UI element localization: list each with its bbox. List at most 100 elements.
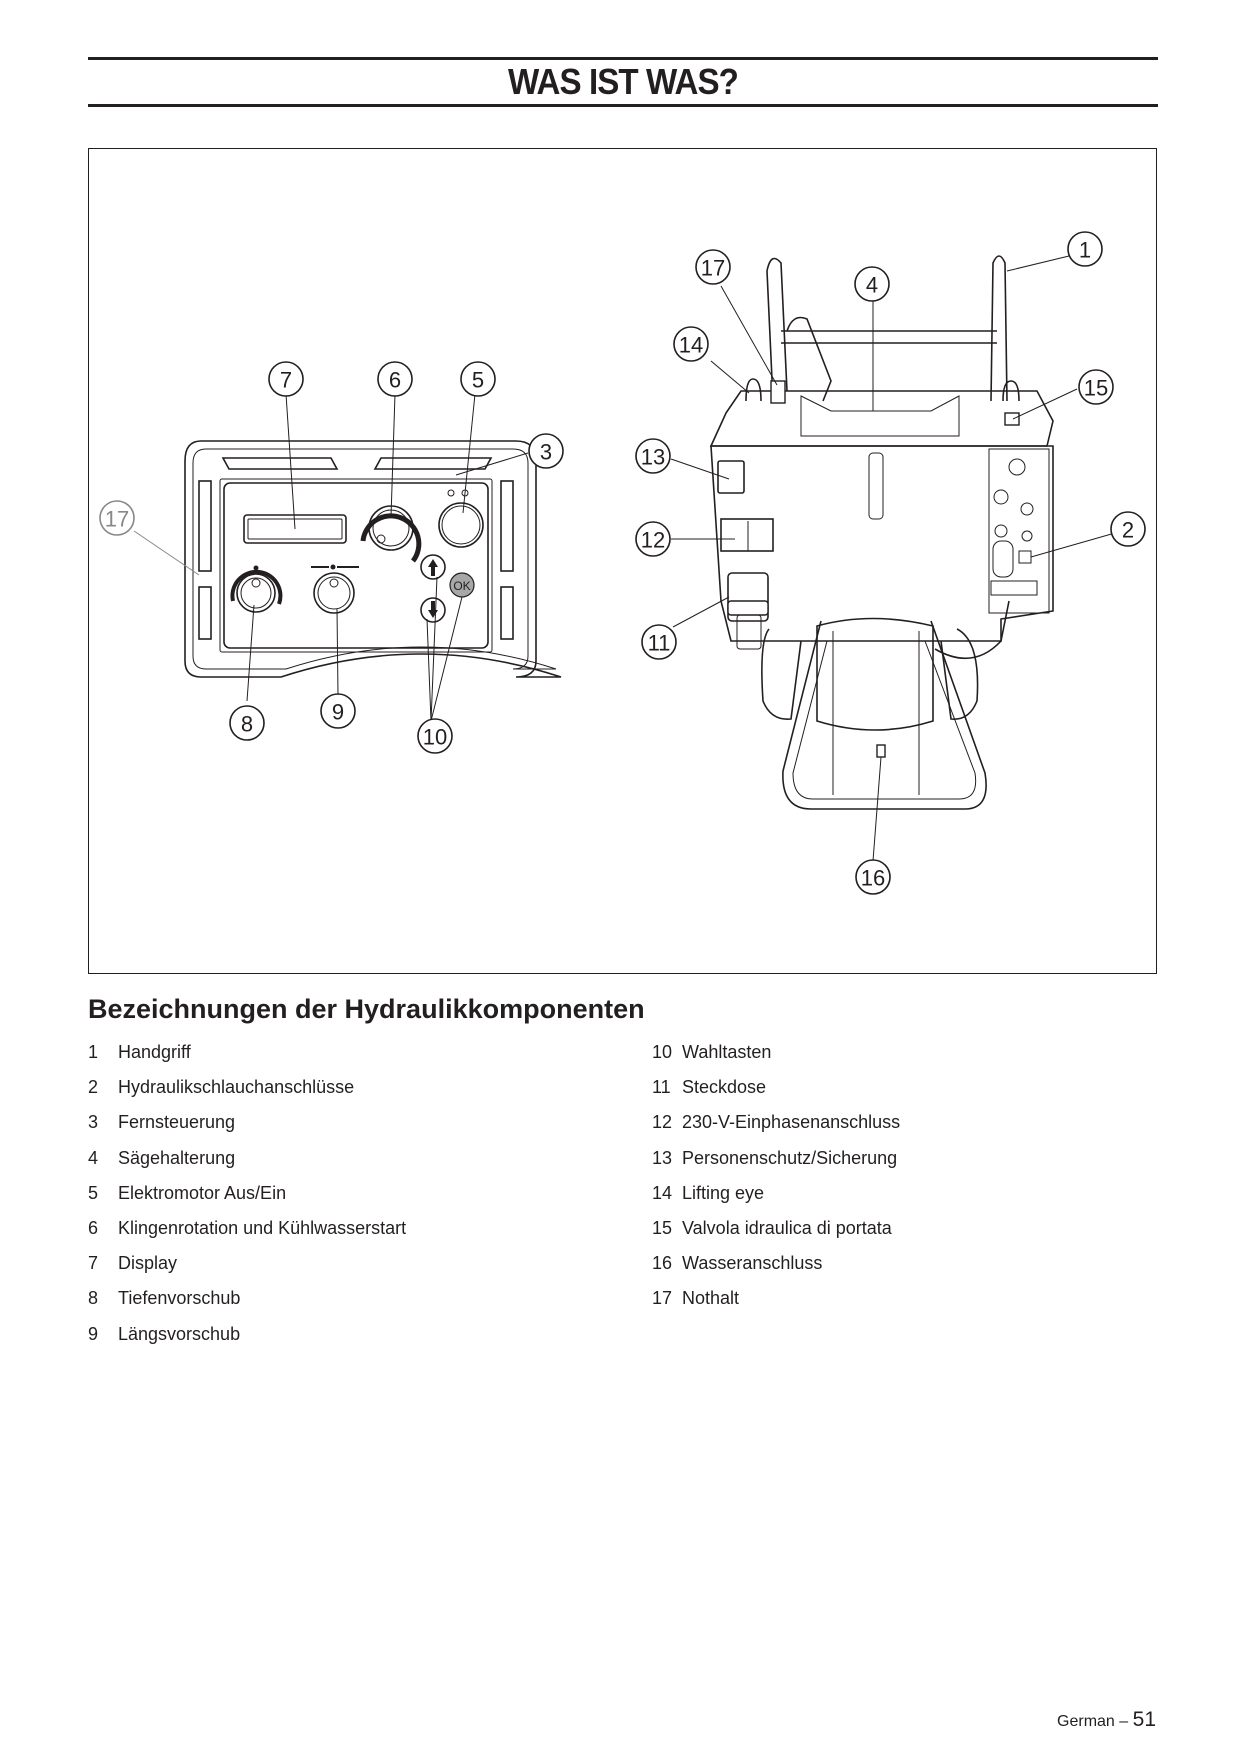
knob-8-scale-arc [230,569,283,605]
leader-line [1030,532,1116,558]
header-rule-bottom [88,104,1158,107]
legend-item: 9 Längsvorschub [88,1324,406,1359]
legend-number: 11 [652,1077,671,1098]
callout-15: 15 [1078,369,1114,405]
callout-16: 16 [855,859,891,895]
illustration-svg: OK [99,231,1146,895]
svg-text:2: 2 [1122,518,1134,543]
svg-text:17: 17 [701,256,725,281]
svg-text:10: 10 [423,725,447,750]
svg-text:1: 1 [1079,238,1091,263]
leader-line [872,756,882,862]
legend-number: 4 [88,1147,99,1168]
callouts-layer: 7 6 5 3 17 8 9 10 17 4 1 14 15 13 12 2 1… [99,231,1146,895]
remote-outer-shell [184,440,562,678]
handle-right [990,255,1008,402]
main-body [710,445,1054,642]
legend-label: 230-V-Einphasenanschluss [682,1112,901,1133]
leader-line [455,452,529,476]
legend-number: 14 [652,1182,673,1203]
legend-label: Hydraulikschlauchanschlüsse [118,1077,355,1098]
svg-text:8: 8 [241,712,253,737]
lifting-eye-left [745,378,762,402]
depth-feed-knob[interactable] [236,573,276,613]
callout-17-remote: 17 [99,500,135,536]
svg-text:6: 6 [389,368,401,393]
arrow-down-icon [428,601,438,618]
longitudinal-feed-knob[interactable] [313,572,355,614]
legend-number: 17 [652,1288,673,1309]
legend-item: 8 Tiefenvorschub [88,1288,406,1323]
svg-text:14: 14 [679,333,703,358]
leader-line [670,458,730,480]
svg-text:5: 5 [472,368,484,393]
figure-illustration: OK [88,148,1157,974]
up-arrow-button[interactable] [420,554,446,580]
remote-control-drawing: OK [184,440,562,678]
legend-item: 14 Lifting eye [652,1183,900,1218]
legend-number: 15 [652,1217,673,1238]
saw-holder-tray [800,395,960,437]
svg-text:3: 3 [540,440,552,465]
leader-line [430,576,438,722]
wheel-right [940,628,979,720]
svg-text:13: 13 [641,445,665,470]
legend-label: Nothalt [682,1288,740,1309]
wheel-left [761,628,802,720]
leader-line [336,608,339,696]
knob-6-scale-arc [360,513,422,563]
callout-3: 3 [528,433,564,469]
legend-label: Display [118,1253,178,1274]
legend-number: 6 [88,1217,99,1238]
page-number: 51 [1132,1708,1156,1731]
legend-item: 7 Display [88,1253,406,1288]
emergency-stop-button[interactable] [770,380,786,404]
rcd-switch[interactable] [717,460,745,494]
legend-number: 13 [652,1147,673,1168]
flow-valve [1004,412,1020,426]
saw-holder-arm [786,316,832,402]
legend-label: Sägehalterung [118,1147,236,1168]
power-pack-drawing [709,255,1054,810]
legend-label: Längsvorschub [118,1323,241,1344]
legend-number: 9 [88,1323,99,1344]
leader-line [1006,255,1070,272]
legend-label: Tiefenvorschub [118,1288,241,1309]
leader-line [285,393,296,530]
hydraulic-couplings [992,540,1014,578]
callout-17-machine: 17 [695,249,731,285]
vent-slot [373,457,493,470]
legend-number: 8 [88,1288,99,1309]
leader-line [133,530,200,576]
side-slot [198,586,212,640]
legend-label: Fernsteuerung [118,1112,236,1133]
page-footer: German – 51 [1057,1708,1156,1732]
callout-2: 2 [1110,511,1146,547]
leader-line [430,596,463,722]
callout-8: 8 [229,705,265,741]
arrow-up-icon [428,559,438,576]
legend-label: Wasseranschluss [682,1253,823,1274]
page-title: WAS IST WAS? [507,61,739,102]
callout-10: 10 [417,718,453,754]
leader-line [672,596,730,628]
header-rule-top [88,57,1158,60]
motor-on-off-button[interactable] [438,502,484,548]
legend-number: 5 [88,1182,99,1203]
legend-item: 4 Sägehalterung [88,1148,406,1183]
side-slot [198,480,212,572]
leader-line [1012,388,1078,420]
leader-line [246,604,255,702]
footer-separator: – [1119,1713,1129,1730]
down-arrow-button[interactable] [420,597,446,623]
legend-label: Lifting eye [682,1182,765,1203]
handle-left [766,257,788,402]
legend-number: 7 [88,1253,99,1274]
footer-language: German [1057,1713,1115,1730]
